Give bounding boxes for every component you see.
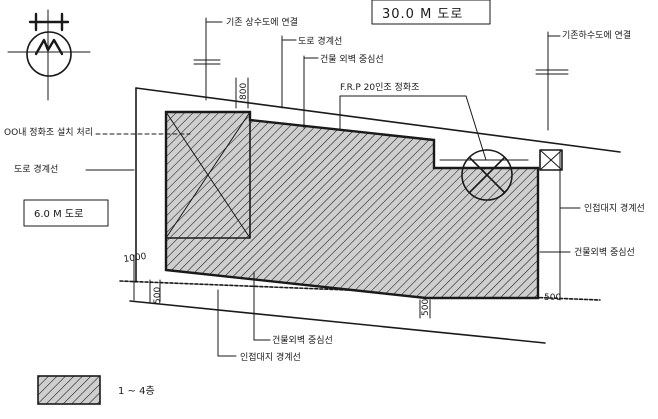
label-frp-tank: F.R.P 20인조 정화조 [340,82,419,93]
leader-lines-bottom [217,271,431,357]
label-road-boundary-left: 도로 경계선 [14,163,58,175]
north-arrow [7,9,91,101]
label-adjacent-boundary-right: 인접대지 경계선 [584,202,645,214]
label-water-main: 기존 상수도에 연결 [226,17,298,28]
building-hatch-area [164,110,540,300]
label-septic-removal: OO내 정화조 설치 처리 [4,126,93,138]
legend-floors-label: 1 ~ 4층 [118,385,155,397]
label-building-wall-center-top: 건물 외벽 중심선 [320,53,384,65]
dim-500-left: 500 [153,287,163,304]
leader-lines-left [85,133,191,303]
label-sewer-connect: 기존하수도에 연결 [562,30,631,41]
dim-1000: 1000 [123,252,147,265]
label-building-wall-center-bottom: 건물외벽 중심선 [272,334,333,346]
legend-hatch-swatch [37,375,101,405]
road-width-top-label: 30.0 M 도로 [382,7,463,22]
frp-tank-symbol [439,149,529,201]
road-width-top-box: 30.0 M 도로 [371,0,491,25]
leader-lines-top [193,17,569,161]
label-building-wall-center-right: 건물외벽 중심선 [574,246,635,258]
dim-500-bottom: 500 [421,299,431,316]
leader-lines-right [519,159,581,253]
dim-500-right: 500 [544,293,561,303]
road-width-left-label: 6.0 M 도로 [34,209,83,220]
road-width-left-box: 6.0 M 도로 [23,199,109,227]
dim-800: 800 [239,83,249,100]
sewer-connection-box [539,149,563,171]
legend: 1 ~ 4층 [37,375,155,405]
building-footprint [164,110,540,300]
label-adjacent-boundary-bottom: 인접대지 경계선 [240,351,301,363]
label-road-boundary: 도로 경계선 [298,35,342,47]
